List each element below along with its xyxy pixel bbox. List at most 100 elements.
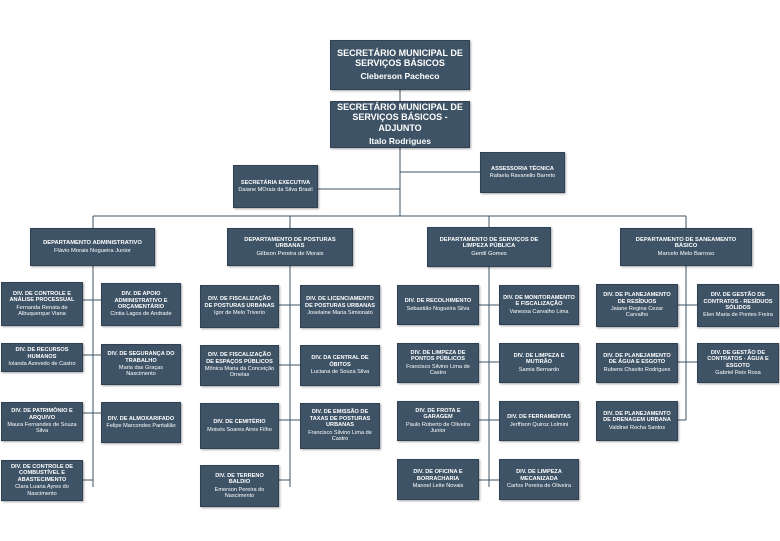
division-box: DIV. DE EMISSÃO DE TAXAS DE POSTURAS URB… xyxy=(300,403,380,449)
dept-title: DEPARTAMENTO DE POSTURAS URBANAS xyxy=(244,236,336,250)
division-head: Francisco Silvino Lima de Castro xyxy=(406,363,470,376)
division-head: Gabriel Reis Rosa xyxy=(715,369,761,376)
division-head: Paulo Roberto de Oliveira Junior xyxy=(405,421,471,434)
dept-head: Gentil Gomes xyxy=(471,250,507,257)
division-title: DIV. DE MONITORAMENTO E FISCALIZAÇÃO xyxy=(503,294,575,308)
dept-head: Flávio Morais Nogueira Junior xyxy=(53,247,131,254)
division-title: DIV. DE ALMOXARIFADO xyxy=(107,415,175,422)
dept-administrativo: DEPARTAMENTO ADMINISTRATIVO Flávio Morai… xyxy=(30,228,155,266)
division-box: DIV. DE CONTROLE E ANÁLISE PROCESSUAL Fe… xyxy=(1,282,83,326)
division-head: Samia Bernardo xyxy=(518,366,560,373)
division-title: DIV. DA CENTRAL DE ÓBITOS xyxy=(311,355,369,368)
division-title: DIV. DE TERRENO BALDIO xyxy=(215,472,264,486)
secretario-title: SECRETÁRIO MUNICIPAL DE SERVIÇOS BÁSICOS xyxy=(337,47,463,69)
division-head: Carlos Pereira de Oliveira xyxy=(506,483,572,490)
division-box: DIV. DE PATRIMÔNIO E ARQUIVO Maura Ferna… xyxy=(1,402,83,441)
division-box: DIV. DE SEGURANÇA DO TRABALHO Maria das … xyxy=(101,344,181,385)
assessoria-box: ASSESSORIA TÉCNICA Rafaela Ravanello Bar… xyxy=(480,152,565,193)
division-head: Iolanda Azevedo de Castro xyxy=(8,361,76,368)
division-title: DIV. DE LIMPEZA E MUTIRÃO xyxy=(513,352,565,366)
division-head: Valdinei Rocha Santos xyxy=(608,424,666,431)
division-title: DIV. DE FROTA E GARAGEM xyxy=(415,407,461,421)
division-box: DIV. DE APOIO ADMINISTRATIVO E ORÇAMENTÁ… xyxy=(101,283,181,326)
division-box: DIV. DE PLANEJAMENTO DE ÁGUA E ESGOTO Ru… xyxy=(596,343,678,383)
division-title: DIV. DE PATRIMÔNIO E ARQUIVO xyxy=(11,408,73,421)
division-box: DIV. DE ALMOXARIFADO Felipe Marcondes Pa… xyxy=(101,402,181,443)
sec-exec-box: SECRETÁRIA EXECUTIVA Daiane MOrais da Si… xyxy=(233,165,318,208)
division-box: DIV. DE RECURSOS HUMANOS Iolanda Azevedo… xyxy=(1,343,83,372)
division-title: DIV. DE CONTROLE E ANÁLISE PROCESSUAL xyxy=(9,290,75,304)
dept-posturas: DEPARTAMENTO DE POSTURAS URBANAS Gilbson… xyxy=(227,228,353,266)
division-head: Fernanda Renata de Albuquerque Viana xyxy=(16,304,68,317)
sec-exec-title: SECRETÁRIA EXECUTIVA xyxy=(240,179,311,186)
division-head: Luciana de Souza Silva xyxy=(310,369,370,376)
division-box: DIV. DE LIMPEZA E MUTIRÃO Samia Bernardo xyxy=(499,343,579,383)
division-title: DIV. DE LIMPEZA MECANIZADA xyxy=(516,469,562,482)
division-head: Joselaine Maria Simionato xyxy=(307,310,373,317)
division-box: DIV. DE TERRENO BALDIO Emerson Pereira d… xyxy=(200,465,279,507)
division-head: Emerson Pereira do Nascimento xyxy=(214,486,265,499)
division-title: DIV. DE RECOLHIMENTO xyxy=(404,298,472,305)
assessoria-title: ASSESSORIA TÉCNICA xyxy=(491,165,554,172)
division-title: DIV. DE SEGURANÇA DO TRABALHO xyxy=(107,351,175,364)
secretario-name: Cleberson Pacheco xyxy=(360,71,440,82)
dept-title: DEPARTAMENTO DE SERVIÇOS DE LIMPEZA PÚBL… xyxy=(439,236,539,250)
division-title: DIV. DE PLANEJAMENTO DE RESÍDUOS xyxy=(603,292,671,305)
division-head: Mônica Maria da Conceição Ornelas xyxy=(204,366,275,379)
division-title: DIV. DE OFICINA E BORRACHARIA xyxy=(413,469,463,482)
division-box: DIV. DE RECOLHIMENTO Sebastião Nogueira … xyxy=(397,285,479,325)
division-title: DIV. DE GESTÃO DE CONTRATOS - ÁGUA E ESG… xyxy=(707,349,769,369)
division-title: DIV. DE APOIO ADMINISTRATIVO E ORÇAMENTÁ… xyxy=(114,291,168,310)
division-head: Vanessa Carvalho Lima xyxy=(509,308,569,315)
division-box: DIV. DE FISCALIZAÇÃO DE POSTURAS URBANAS… xyxy=(200,285,279,328)
division-head: Felipe Marcondes Pantalião xyxy=(106,423,176,429)
division-title: DIV. DE FISCALIZAÇÃO DE ESPAÇOS PÚBLICOS xyxy=(206,352,273,365)
division-title: DIV. DE GESTÃO DE CONTRATOS - RESÍDUOS S… xyxy=(703,292,773,311)
division-title: DIV. DE RECURSOS HUMANOS xyxy=(15,347,69,360)
assessoria-name: Rafaela Ravanello Barreto xyxy=(489,173,556,179)
division-box: DIV. DE FISCALIZAÇÃO DE ESPAÇOS PÚBLICOS… xyxy=(200,345,279,386)
division-box: DIV. DE PLANEJAMENTO DE DRENAGEM URBANA … xyxy=(596,401,678,441)
dept-saneamento: DEPARTAMENTO DE SANEAMENTO BÁSICO Marcel… xyxy=(620,228,752,266)
division-box: DIV. DE LIMPEZA DE PONTOS PÚBLICOS Franc… xyxy=(397,343,479,383)
division-head: Francisco Silvino Lima de Castro xyxy=(308,429,372,443)
dept-head: Marcelo Melo Barroso xyxy=(657,250,715,257)
division-head: Moisés Soares Aires Filho xyxy=(207,426,272,433)
division-head: Elen Maria de Pontes Freira xyxy=(703,312,773,319)
division-box: DIV. DE FROTA E GARAGEM Paulo Roberto de… xyxy=(397,401,479,441)
division-head: Igor de Melo Triverio xyxy=(214,310,265,317)
division-box: DIV. DE PLANEJAMENTO DE RESÍDUOS Jaiane … xyxy=(596,284,678,327)
division-head: Maria das Graças Nascimento xyxy=(118,365,164,378)
division-box: DIV. DE OFICINA E BORRACHARIA Manoel Lei… xyxy=(397,459,479,500)
division-box: DIV. DA CENTRAL DE ÓBITOS Luciana de Sou… xyxy=(300,345,380,386)
division-box: DIV. DE GESTÃO DE CONTRATOS - RESÍDUOS S… xyxy=(697,284,779,327)
division-title: DIV. DE LICENCIAMENTO DE POSTURAS URBANA… xyxy=(305,296,375,309)
division-head: Manoel Leite Novais xyxy=(412,483,464,490)
division-head: Jerffison Quiroz Lolmini xyxy=(509,421,569,428)
division-box: DIV. DE CONTROLE DE COMBUSTÍVEL E ABASTE… xyxy=(1,460,83,501)
division-box: DIV. DE MONITORAMENTO E FISCALIZAÇÃO Van… xyxy=(499,285,579,325)
division-head: Jaiane Regina Cezar Carvalho xyxy=(610,306,664,319)
adjunto-title: SECRETÁRIO MUNICIPAL DE SERVIÇOS BÁSICOS… xyxy=(337,102,463,133)
division-box: DIV. DE FERRAMENTAS Jerffison Quiroz Lol… xyxy=(499,401,579,441)
division-box: DIV. DE GESTÃO DE CONTRATOS - ÁGUA E ESG… xyxy=(697,343,779,383)
division-head: Rubens Chavito Rodrigues xyxy=(603,366,671,373)
division-box: DIV. DE LIMPEZA MECANIZADA Carlos Pereir… xyxy=(499,459,579,500)
division-title: DIV. DE EMISSÃO DE TAXAS DE POSTURAS URB… xyxy=(309,409,371,429)
dept-head: Gilbson Pereira de Morais xyxy=(256,250,324,257)
division-head: Maura Fernandes de Souza Silva xyxy=(7,422,77,435)
dept-limpeza: DEPARTAMENTO DE SERVIÇOS DE LIMPEZA PÚBL… xyxy=(427,227,551,267)
sec-exec-name: Daiane MOrais da Silva Brasil xyxy=(238,187,313,193)
division-title: DIV. DE PLANEJAMENTO DE DRENAGEM URBANA xyxy=(603,410,671,424)
secretario-box: SECRETÁRIO MUNICIPAL DE SERVIÇOS BÁSICOS… xyxy=(330,40,470,90)
division-title: DIV. DE FISCALIZAÇÃO DE POSTURAS URBANAS xyxy=(204,296,275,309)
division-box: DIV. DE CEMITÉRIO Moisés Soares Aires Fi… xyxy=(200,403,279,449)
division-title: DIV. DE FERRAMENTAS xyxy=(507,414,571,421)
division-box: DIV. DE LICENCIAMENTO DE POSTURAS URBANA… xyxy=(300,285,380,328)
division-title: DIV. DE CONTROLE DE COMBUSTÍVEL E ABASTE… xyxy=(11,463,73,483)
adjunto-name: Italo Rodrigues xyxy=(369,136,431,147)
division-head: Clara Luana Ayres do Nascimento xyxy=(15,484,69,497)
dept-title: DEPARTAMENTO DE SANEAMENTO BÁSICO xyxy=(635,236,737,250)
division-title: DIV. DE LIMPEZA DE PONTOS PÚBLICOS xyxy=(410,349,466,363)
